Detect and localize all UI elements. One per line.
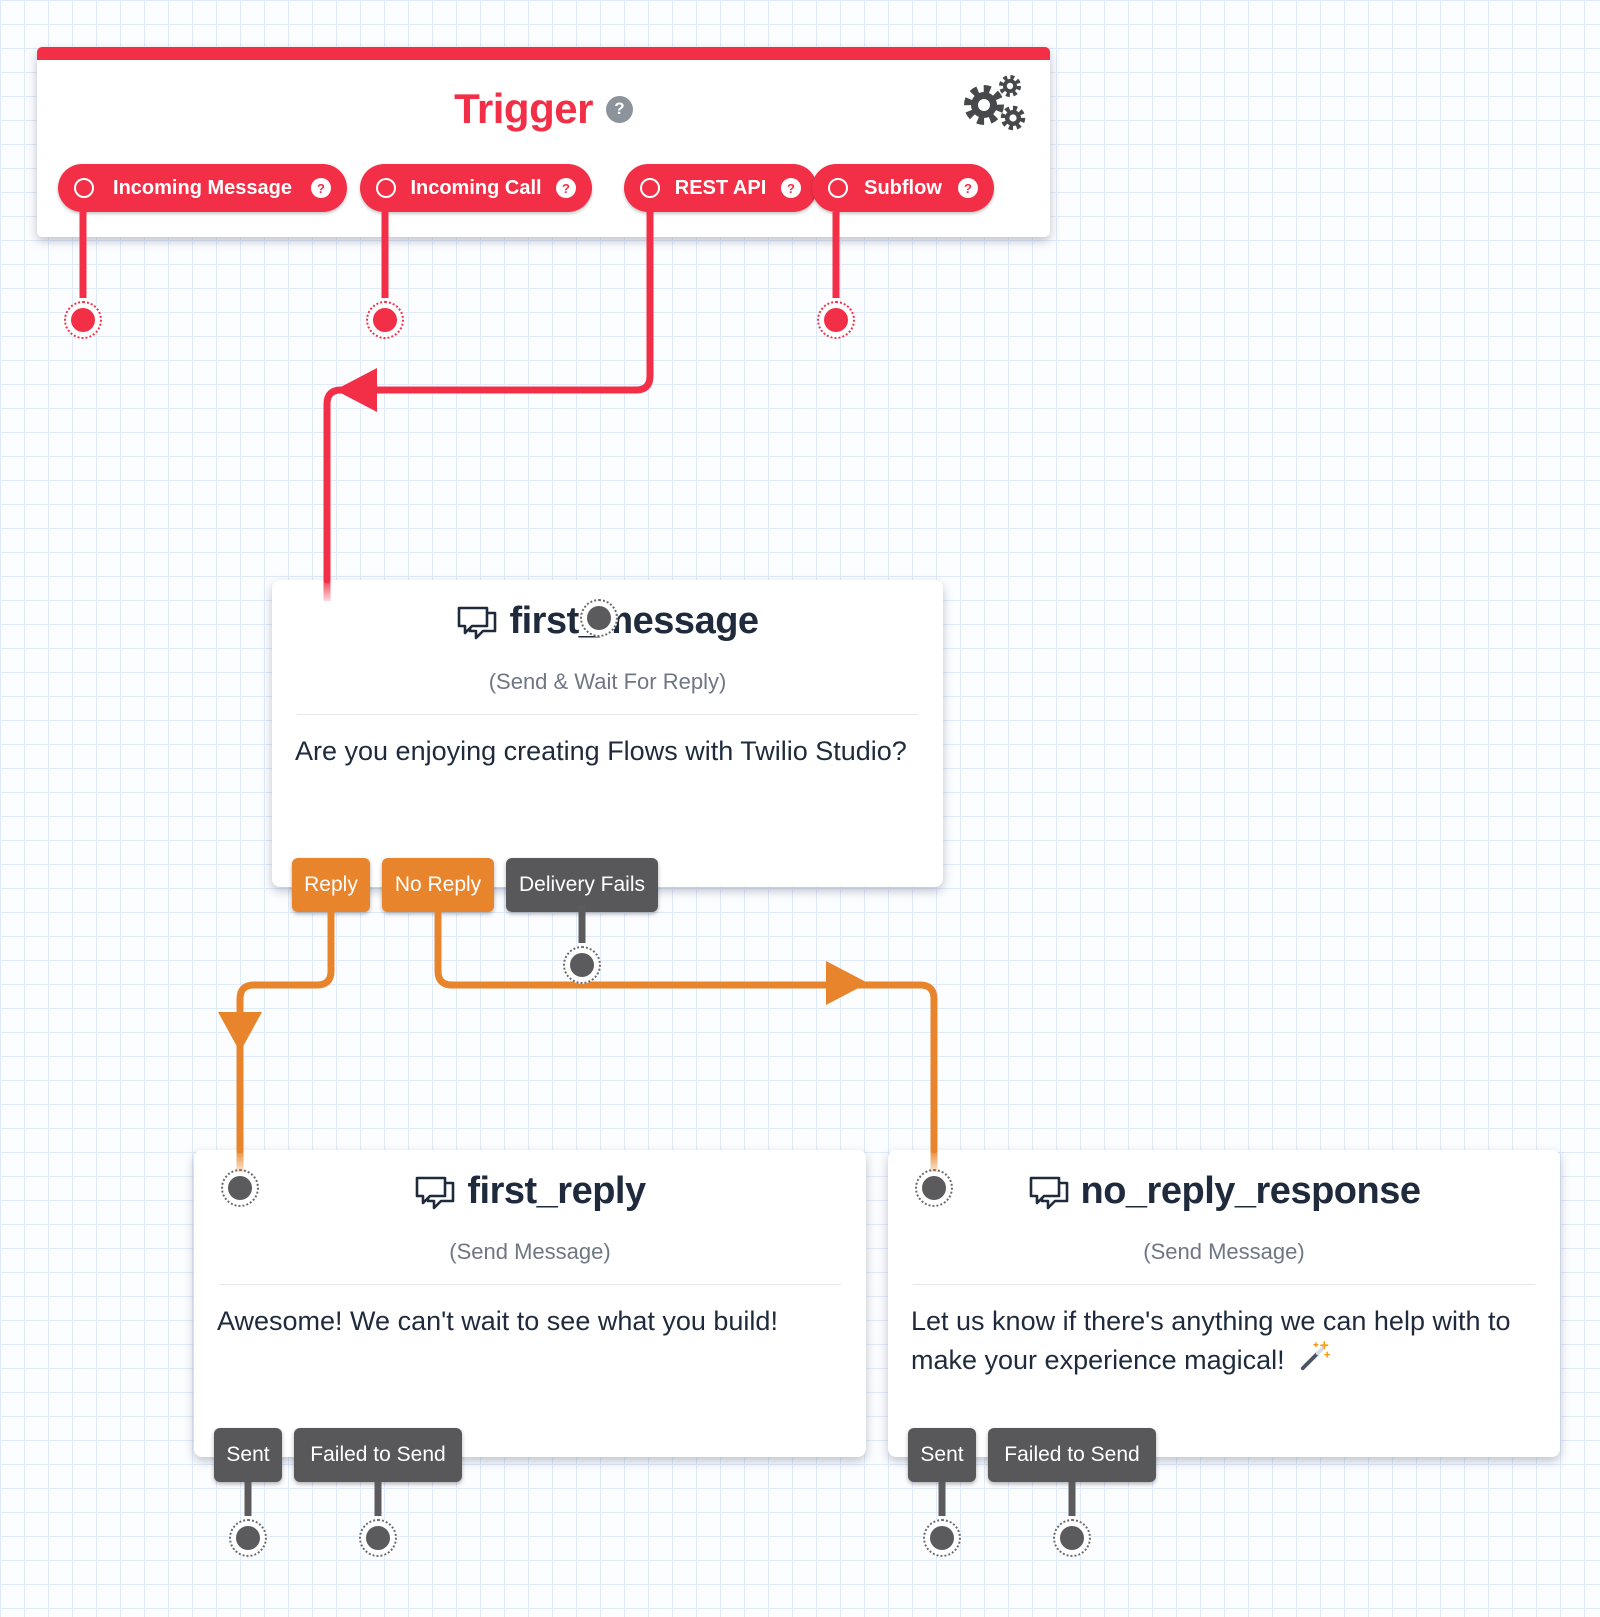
speech-bubbles-icon [416, 1176, 455, 1209]
transition-delivery-fails-button[interactable]: Delivery Fails [506, 858, 658, 912]
widget-title: no_reply_response [1080, 1170, 1421, 1212]
magic-wand-emoji [1301, 1341, 1331, 1371]
widget-input-connector[interactable] [915, 1169, 953, 1207]
pill-help-icon[interactable]: ? [311, 178, 331, 198]
widget-type-label: (Send & Wait For Reply) [488, 669, 727, 694]
transition-failed-to-send-button[interactable]: Failed to Send [988, 1428, 1156, 1482]
trigger-title-row: Trigger ? [37, 85, 1050, 133]
speech-bubbles-icon [1029, 1176, 1068, 1209]
failed-to-send-output-connector[interactable] [1053, 1519, 1091, 1557]
trigger-output-connector-subflow[interactable] [817, 301, 855, 339]
transition-button-row: Reply No Reply Delivery Fails [292, 858, 658, 912]
speech-bubbles-icon [458, 606, 497, 639]
trigger-pill-rest-api[interactable]: REST API ? [624, 164, 817, 212]
trigger-pill-incoming-message[interactable]: Incoming Message ? [58, 164, 347, 212]
divider [219, 1284, 841, 1285]
pill-label: Incoming Message [113, 176, 292, 199]
trigger-pill-incoming-call[interactable]: Incoming Call ? [360, 164, 592, 212]
pill-label: REST API [674, 176, 767, 199]
trigger-accent-bar [37, 47, 1050, 60]
transition-reply-button[interactable]: Reply [292, 858, 370, 912]
radio-circle-icon [828, 178, 848, 198]
widget-type-label: (Send Message) [1143, 1239, 1305, 1264]
pill-label: Subflow [864, 176, 942, 199]
trigger-title: Trigger [454, 85, 593, 132]
radio-circle-icon [74, 178, 94, 198]
pill-help-icon[interactable]: ? [781, 178, 801, 198]
widget-title-row: no_reply_response [888, 1170, 1560, 1213]
sent-output-connector[interactable] [229, 1519, 267, 1557]
trigger-output-connector-incoming-message[interactable] [64, 301, 102, 339]
transition-button-row: Sent Failed to Send [214, 1428, 462, 1482]
radio-circle-icon [640, 178, 660, 198]
failed-to-send-output-connector[interactable] [359, 1519, 397, 1557]
trigger-pill-subflow[interactable]: Subflow ? [812, 164, 994, 212]
trigger-output-connector-incoming-call[interactable] [366, 301, 404, 339]
gears-icon[interactable] [960, 73, 1026, 133]
pill-help-icon[interactable]: ? [958, 178, 978, 198]
widget-input-connector[interactable] [580, 599, 618, 637]
pill-label: Incoming Call [410, 176, 542, 199]
transition-sent-button[interactable]: Sent [214, 1428, 282, 1482]
divider [297, 714, 918, 715]
widget-title-row: first_message [272, 600, 943, 643]
transition-no-reply-button[interactable]: No Reply [382, 858, 494, 912]
trigger-widget[interactable]: Trigger ? Incoming Message ? Incoming Ca… [37, 47, 1050, 237]
transition-failed-to-send-button[interactable]: Failed to Send [294, 1428, 462, 1482]
widget-first-message[interactable]: first_message (Send & Wait For Reply) Ar… [272, 580, 943, 912]
trigger-help-icon[interactable]: ? [605, 95, 633, 123]
widget-title-row: first_reply [194, 1170, 866, 1213]
transition-button-row: Sent Failed to Send [908, 1428, 1156, 1482]
widget-no-reply-response[interactable]: no_reply_response (Send Message) Let us … [888, 1150, 1560, 1482]
widget-body-text: Are you enjoying creating Flows with Twi… [295, 736, 907, 766]
widget-body-text: Awesome! We can't wait to see what you b… [217, 1306, 778, 1336]
widget-first-reply[interactable]: first_reply (Send Message) Awesome! We c… [194, 1150, 866, 1482]
widget-title: first_message [509, 600, 759, 642]
divider [913, 1284, 1535, 1285]
radio-circle-icon [376, 178, 396, 198]
pill-help-icon[interactable]: ? [556, 178, 576, 198]
widget-type-label: (Send Message) [449, 1239, 611, 1264]
sent-output-connector[interactable] [923, 1519, 961, 1557]
widget-body-text: Let us know if there's anything we can h… [911, 1302, 1532, 1380]
widget-title: first_reply [467, 1170, 646, 1212]
widget-input-connector[interactable] [221, 1169, 259, 1207]
delivery-fails-output-connector[interactable] [563, 946, 601, 984]
transition-sent-button[interactable]: Sent [908, 1428, 976, 1482]
widget-body-text-content: Let us know if there's anything we can h… [911, 1306, 1511, 1376]
